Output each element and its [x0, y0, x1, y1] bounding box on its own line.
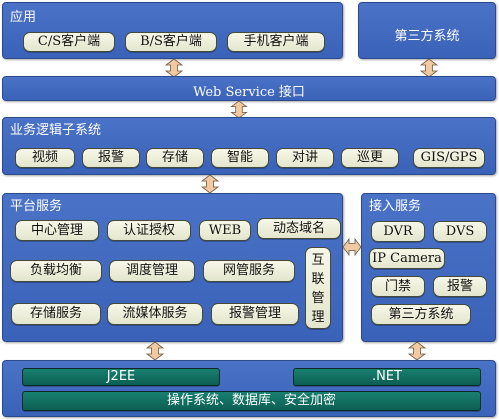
app-item-cs-client[interactable]: C/S客户端	[23, 32, 115, 52]
platform-item-scheduling[interactable]: 调度管理	[109, 260, 195, 282]
platform-item-interconnect-management[interactable]: 互 联 管 理	[305, 247, 331, 329]
access-title: 接入服务	[369, 199, 422, 214]
access-item-access-control[interactable]: 门禁	[371, 276, 425, 297]
access-item-third-party[interactable]: 第三方系统	[371, 304, 471, 325]
base-item-j2ee[interactable]: J2EE	[22, 368, 220, 386]
platform-item-web[interactable]: WEB	[199, 220, 251, 241]
arrow-webservice-business	[230, 101, 248, 118]
platform-block: 平台服务 中心管理 认证授权 WEB 动态域名 负载均衡 调度管理 网管服务 存…	[2, 193, 343, 342]
interconnect-char-4: 理	[311, 310, 325, 325]
business-item-gis-gps[interactable]: GIS/GPS	[413, 148, 485, 168]
platform-item-streaming-service[interactable]: 流媒体服务	[107, 303, 203, 325]
platform-item-network-management[interactable]: 网管服务	[203, 260, 295, 282]
third-party-title: 第三方系统	[394, 29, 460, 44]
access-block: 接入服务 DVR DVS IP Camera 门禁 报警 第三方系统	[361, 193, 496, 342]
business-item-storage[interactable]: 存储	[146, 148, 204, 168]
app-item-mobile-client[interactable]: 手机客户端	[227, 32, 325, 52]
platform-title: 平台服务	[10, 199, 63, 214]
arrow-business-platform	[200, 175, 220, 193]
platform-item-center-management[interactable]: 中心管理	[15, 220, 99, 241]
business-item-patrol[interactable]: 巡更	[341, 148, 399, 168]
interconnect-char-2: 联	[311, 272, 325, 287]
interconnect-char-1: 互	[311, 253, 325, 268]
arrow-access-base	[407, 342, 427, 360]
base-item-os-db-security[interactable]: 操作系统、数据库、安全加密	[22, 391, 481, 411]
web-service-block: Web Service 接口	[2, 76, 496, 101]
access-item-ip-camera[interactable]: IP Camera	[369, 248, 445, 269]
arrow-app-webservice	[164, 59, 184, 77]
business-item-video[interactable]: 视频	[15, 148, 75, 168]
platform-item-storage-service[interactable]: 存储服务	[11, 303, 101, 325]
platform-item-auth[interactable]: 认证授权	[107, 220, 191, 241]
access-item-alarm[interactable]: 报警	[433, 276, 487, 297]
app-item-bs-client[interactable]: B/S客户端	[125, 32, 217, 52]
third-party-block: 第三方系统	[358, 2, 496, 59]
arrow-platform-base	[145, 342, 165, 360]
business-item-intercom[interactable]: 对讲	[276, 148, 334, 168]
platform-item-alarm-management[interactable]: 报警管理	[211, 303, 299, 325]
base-item-dotnet[interactable]: .NET	[293, 368, 481, 386]
web-service-title: Web Service 接口	[193, 85, 305, 100]
interconnect-char-3: 管	[311, 291, 325, 306]
business-block: 业务逻辑子系统 视频 报警 存储 智能 对讲 巡更 GIS/GPS	[2, 117, 496, 175]
business-item-intelligence[interactable]: 智能	[211, 148, 269, 168]
access-item-dvs[interactable]: DVS	[433, 221, 487, 242]
access-item-dvr[interactable]: DVR	[371, 221, 425, 242]
business-item-alarm[interactable]: 报警	[82, 148, 140, 168]
base-block: J2EE .NET 操作系统、数据库、安全加密	[2, 360, 496, 417]
business-title: 业务逻辑子系统	[10, 123, 102, 138]
arrow-platform-access	[343, 237, 361, 257]
app-block: 应用 C/S客户端 B/S客户端 手机客户端	[2, 2, 343, 59]
platform-item-load-balancing[interactable]: 负载均衡	[10, 260, 102, 282]
arrow-thirdparty-webservice	[419, 59, 439, 77]
platform-item-ddns[interactable]: 动态域名	[257, 218, 341, 239]
app-title: 应用	[10, 10, 37, 25]
